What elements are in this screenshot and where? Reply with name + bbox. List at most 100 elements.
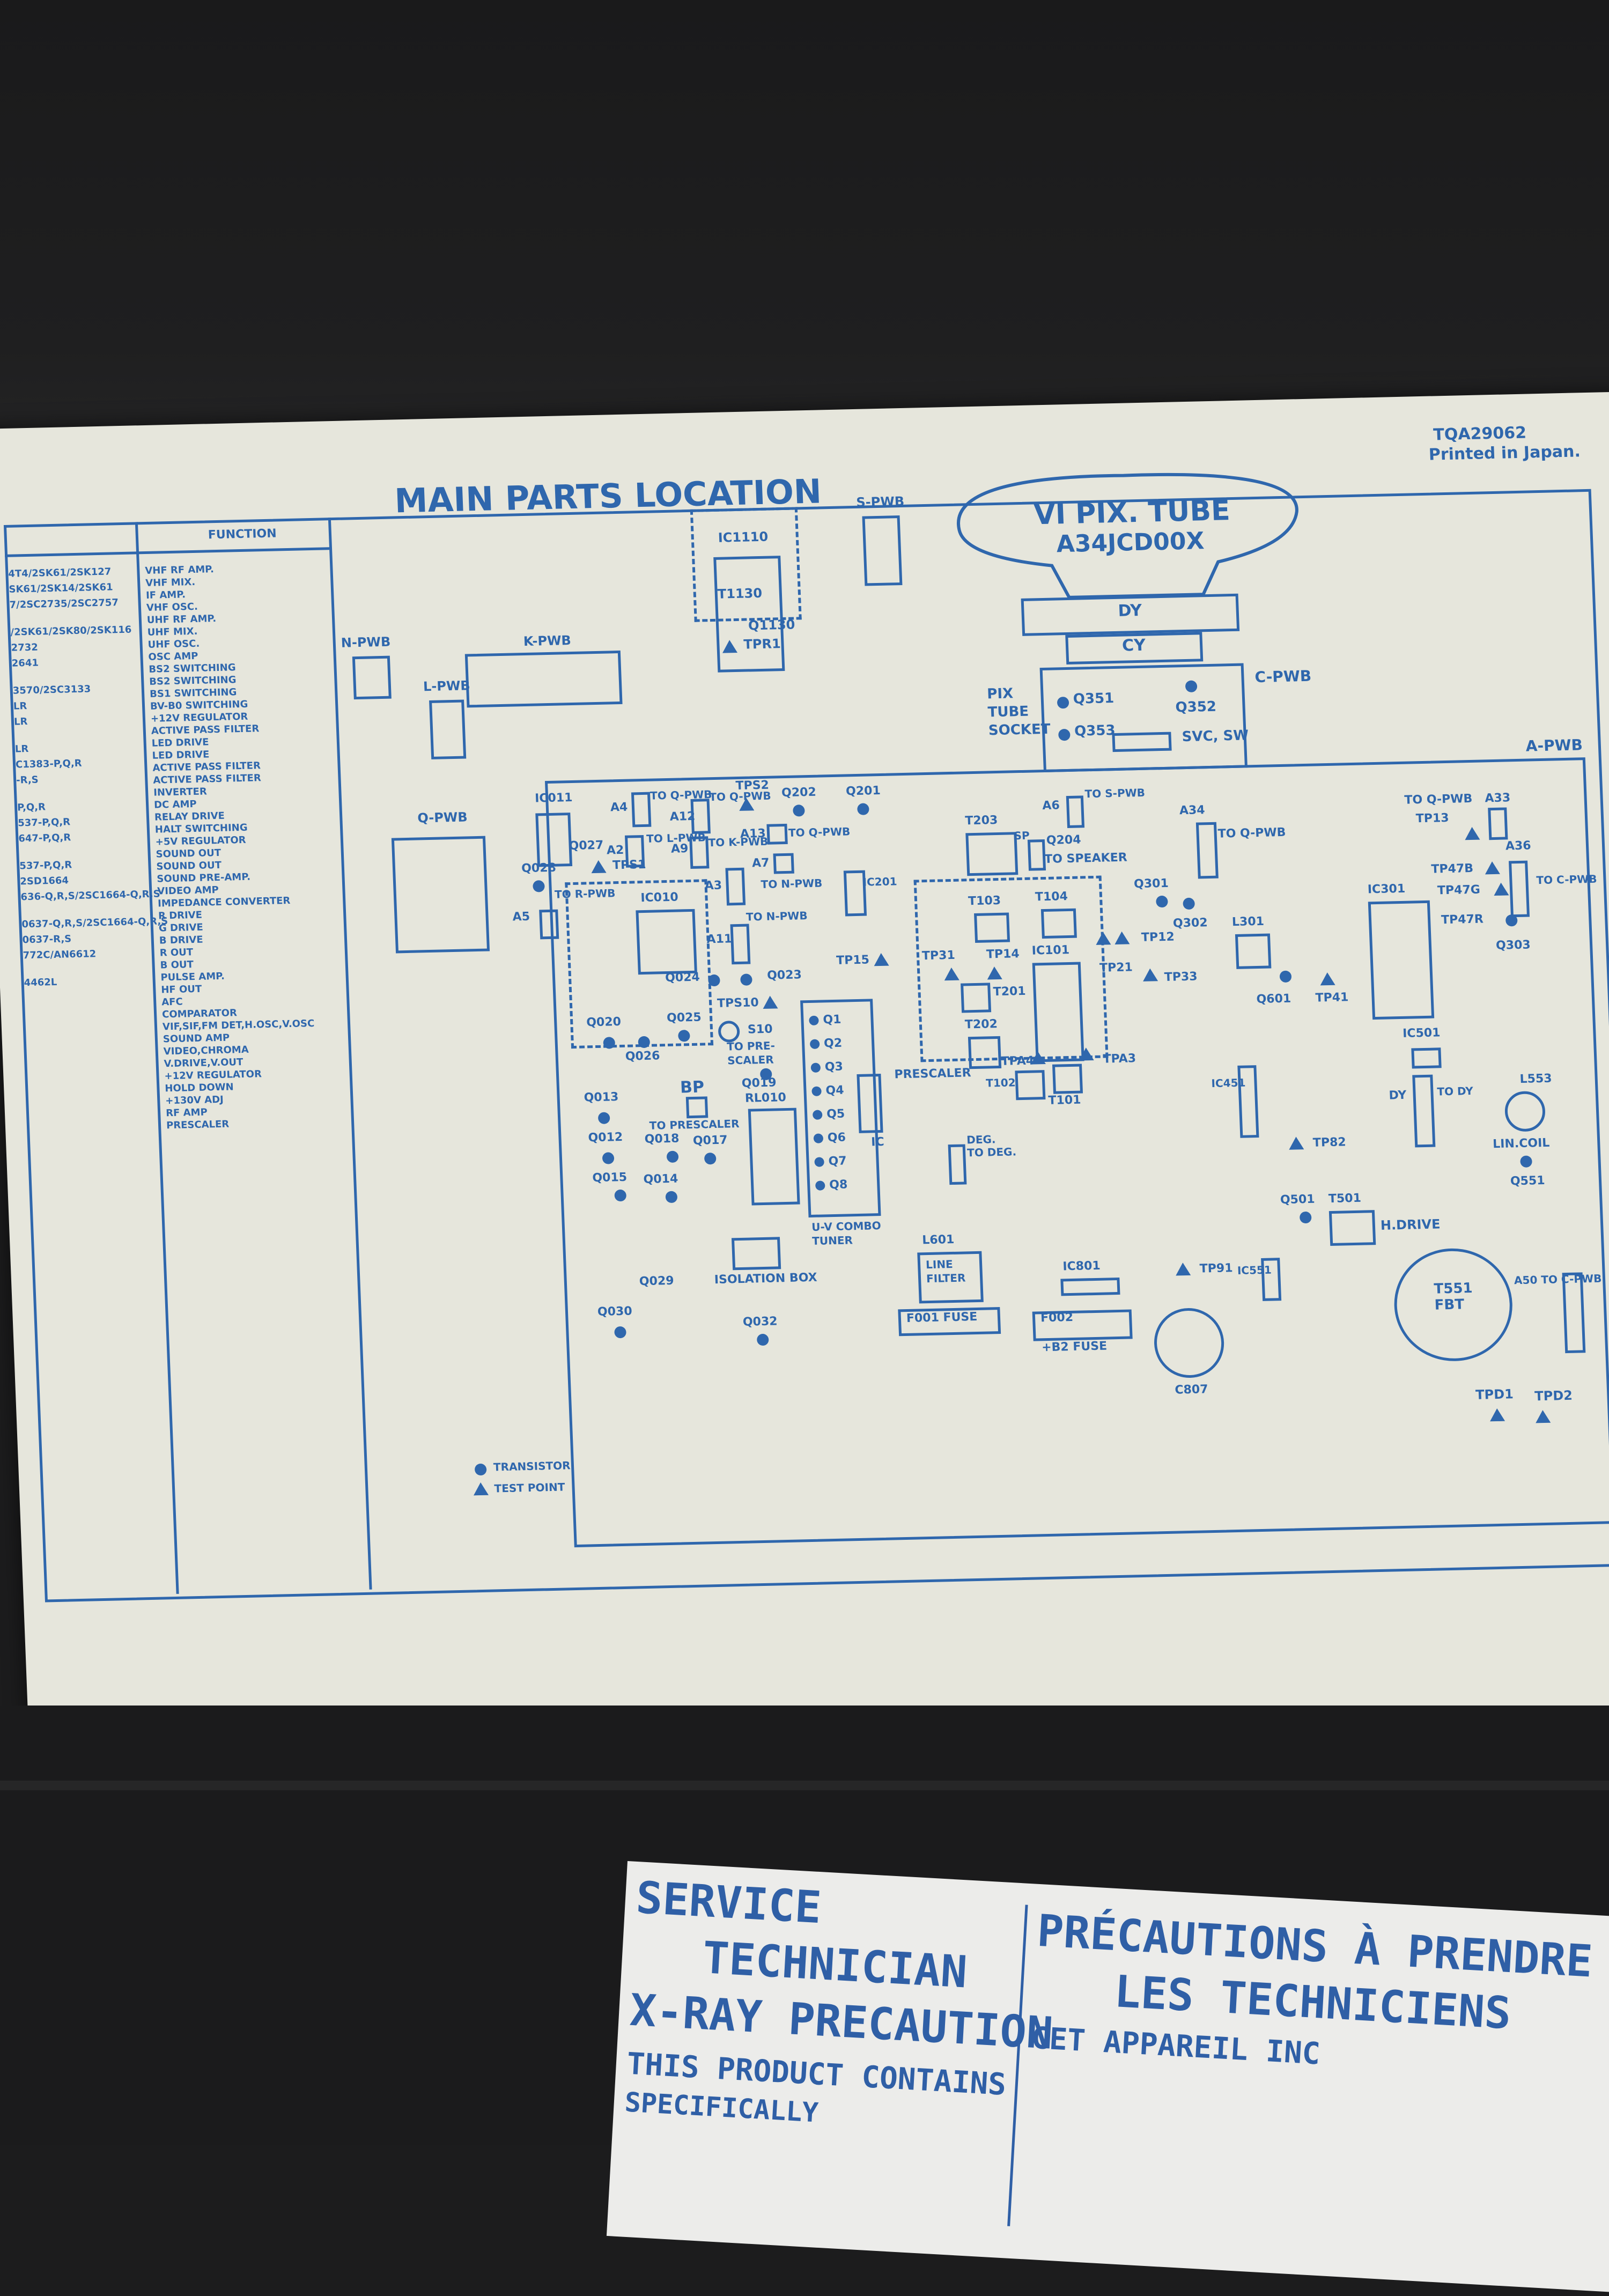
to-n-pwb-a7: TO N-PWB (761, 876, 823, 891)
q501-label: Q501 (1280, 1192, 1316, 1207)
part-number-row: 2641 (11, 657, 39, 669)
q023-label: Q023 (766, 968, 802, 983)
part-number-row: 7/2SC2735/2SC2757 (9, 597, 119, 611)
q353-label: Q353 (1074, 722, 1116, 740)
a36-connector (1509, 860, 1530, 918)
tuner-q-label: Q4 (825, 1083, 845, 1098)
part-number-row: -R,S (16, 774, 39, 786)
prescaler-ic (857, 1073, 883, 1133)
warning-divider (1007, 1904, 1028, 2226)
tpa4-label: TPA4 (1001, 1054, 1035, 1068)
to-s-pwb: TO S-PWB (1084, 786, 1146, 801)
dy-label: DY (1117, 601, 1142, 621)
tpr1-marker (722, 639, 738, 653)
a6-label: A6 (1042, 799, 1060, 813)
tp15-label: TP15 (836, 953, 870, 968)
a6-connector (1066, 795, 1085, 829)
lower-shelf-edge (0, 1781, 1609, 1790)
a7-label: A7 (751, 856, 770, 870)
part-number-row: 2SD1664 (20, 875, 69, 888)
part-number-row: 4462L (24, 976, 57, 989)
a11-label: A11 (706, 932, 733, 947)
tuner-q-dot (813, 1133, 824, 1143)
a5-connector (539, 909, 559, 940)
to-dy: TO DY (1436, 1084, 1474, 1098)
part-number-row: 636-Q,R,S/2SC1664-Q,R,S (20, 888, 161, 903)
sp-connector (1027, 839, 1046, 871)
part-number-row: 772C/AN6612 (23, 948, 97, 962)
tp82-marker (1288, 1136, 1304, 1150)
a50-connector (1562, 1272, 1586, 1354)
ic501-chip (1411, 1047, 1442, 1069)
tp14-label: TP14 (986, 947, 1020, 962)
t102-label: T102 (985, 1076, 1016, 1090)
tuner-q-dot (812, 1109, 823, 1120)
part-number-row: 3570/2SC3133 (12, 683, 91, 697)
bp-pad (685, 1096, 708, 1119)
warning-technician: TECHNICIAN (701, 1932, 969, 1998)
ic1110-label: IC1110 (718, 529, 769, 545)
part-number-row: 0637-Q,R,S/2SC1664-Q,R,S (21, 916, 168, 931)
isolation-box-label: ISOLATION BOX (714, 1271, 818, 1287)
t103-coil (974, 912, 1010, 943)
a7-connector (773, 853, 794, 874)
q028-label: Q028 (521, 861, 557, 876)
tp47g-label: TP47G (1437, 883, 1481, 898)
degauss-connector (948, 1144, 967, 1185)
a9-label: A9 (670, 842, 689, 856)
l601-label: L601 (921, 1232, 955, 1247)
q012-label: Q012 (588, 1130, 623, 1145)
s-pwb-board (862, 515, 903, 586)
q601-label: Q601 (1256, 992, 1291, 1007)
bp-label: BP (680, 1077, 705, 1097)
a13-connector (766, 823, 788, 845)
part-number-row: LR (14, 743, 29, 755)
q-pwb-label: Q-PWB (417, 809, 468, 826)
part-number-row: 0637-R,S (22, 933, 72, 946)
tuner-q-dot (815, 1180, 825, 1191)
a33-label: A33 (1485, 791, 1511, 806)
ic010-label: IC010 (640, 890, 679, 905)
tuner-q-label: Q6 (827, 1131, 846, 1145)
tp21-label: TP21 (1099, 961, 1133, 975)
ic101-label: IC101 (1031, 943, 1070, 958)
n-pwb-board (352, 655, 392, 700)
tp47r-label: TP47R (1441, 912, 1484, 927)
part-number-row: SK61/2SK14/2SK61 (9, 581, 114, 595)
q019-label: Q019 (741, 1076, 777, 1090)
a4-label: A4 (610, 800, 628, 815)
q018-label: Q018 (644, 1132, 680, 1146)
l553-label: L553 (1519, 1072, 1553, 1086)
test-point-symbol (473, 1482, 489, 1496)
s-pwb-label: S-PWB (855, 493, 905, 510)
to-speaker: TO SPEAKER (1044, 851, 1128, 867)
part-number-row: LR (13, 700, 27, 712)
tuner-sub-board (713, 556, 785, 673)
q351-label: Q351 (1073, 690, 1115, 707)
a50-label: A50 TO C-PWB (1514, 1272, 1602, 1287)
part-number-row: 537-P,Q,R (17, 816, 71, 829)
legend-transistor: TRANSISTOR (493, 1459, 571, 1474)
xray-warning-label: SERVICE TECHNICIAN X-RAY PRECAUTION THIS… (606, 1861, 1609, 2296)
printed-note: Printed in Japan. (1428, 442, 1581, 464)
q030-label: Q030 (597, 1304, 633, 1319)
tp47g-marker (1493, 882, 1509, 896)
lin-coil-label: LIN.COIL (1492, 1136, 1550, 1151)
tp47b-marker (1485, 861, 1500, 875)
tps10-label: TPS10 (717, 996, 759, 1010)
t203-coil (965, 832, 1018, 876)
t501-label: T501 (1328, 1191, 1362, 1206)
t103-label: T103 (968, 894, 1001, 909)
tp47b-label: TP47B (1431, 861, 1474, 876)
rl010-relay (748, 1108, 800, 1206)
to-prescaler-bp: TO PRESCALER (649, 1117, 740, 1132)
tp33-marker (1142, 968, 1158, 981)
q301-label: Q301 (1133, 876, 1169, 891)
tp13-label: TP13 (1415, 811, 1450, 826)
warning-fr-appareil: CET APPAREIL INC (1030, 2020, 1322, 2072)
tpd2-marker (1535, 1409, 1551, 1423)
t201-coil (961, 983, 992, 1013)
a4-connector (631, 792, 652, 828)
ic451-chip (1237, 1065, 1259, 1138)
